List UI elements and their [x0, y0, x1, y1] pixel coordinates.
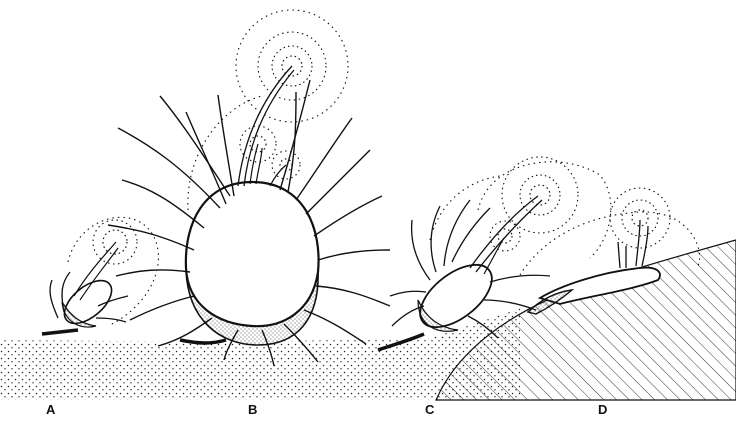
hatched-mound	[436, 240, 736, 400]
specimen-b	[108, 10, 390, 366]
panel-label-c: C	[425, 402, 435, 417]
panel-label-d: D	[598, 402, 608, 417]
panel-label-a: A	[46, 402, 56, 417]
specimen-a	[42, 217, 158, 334]
panel-label-b: B	[248, 402, 258, 417]
